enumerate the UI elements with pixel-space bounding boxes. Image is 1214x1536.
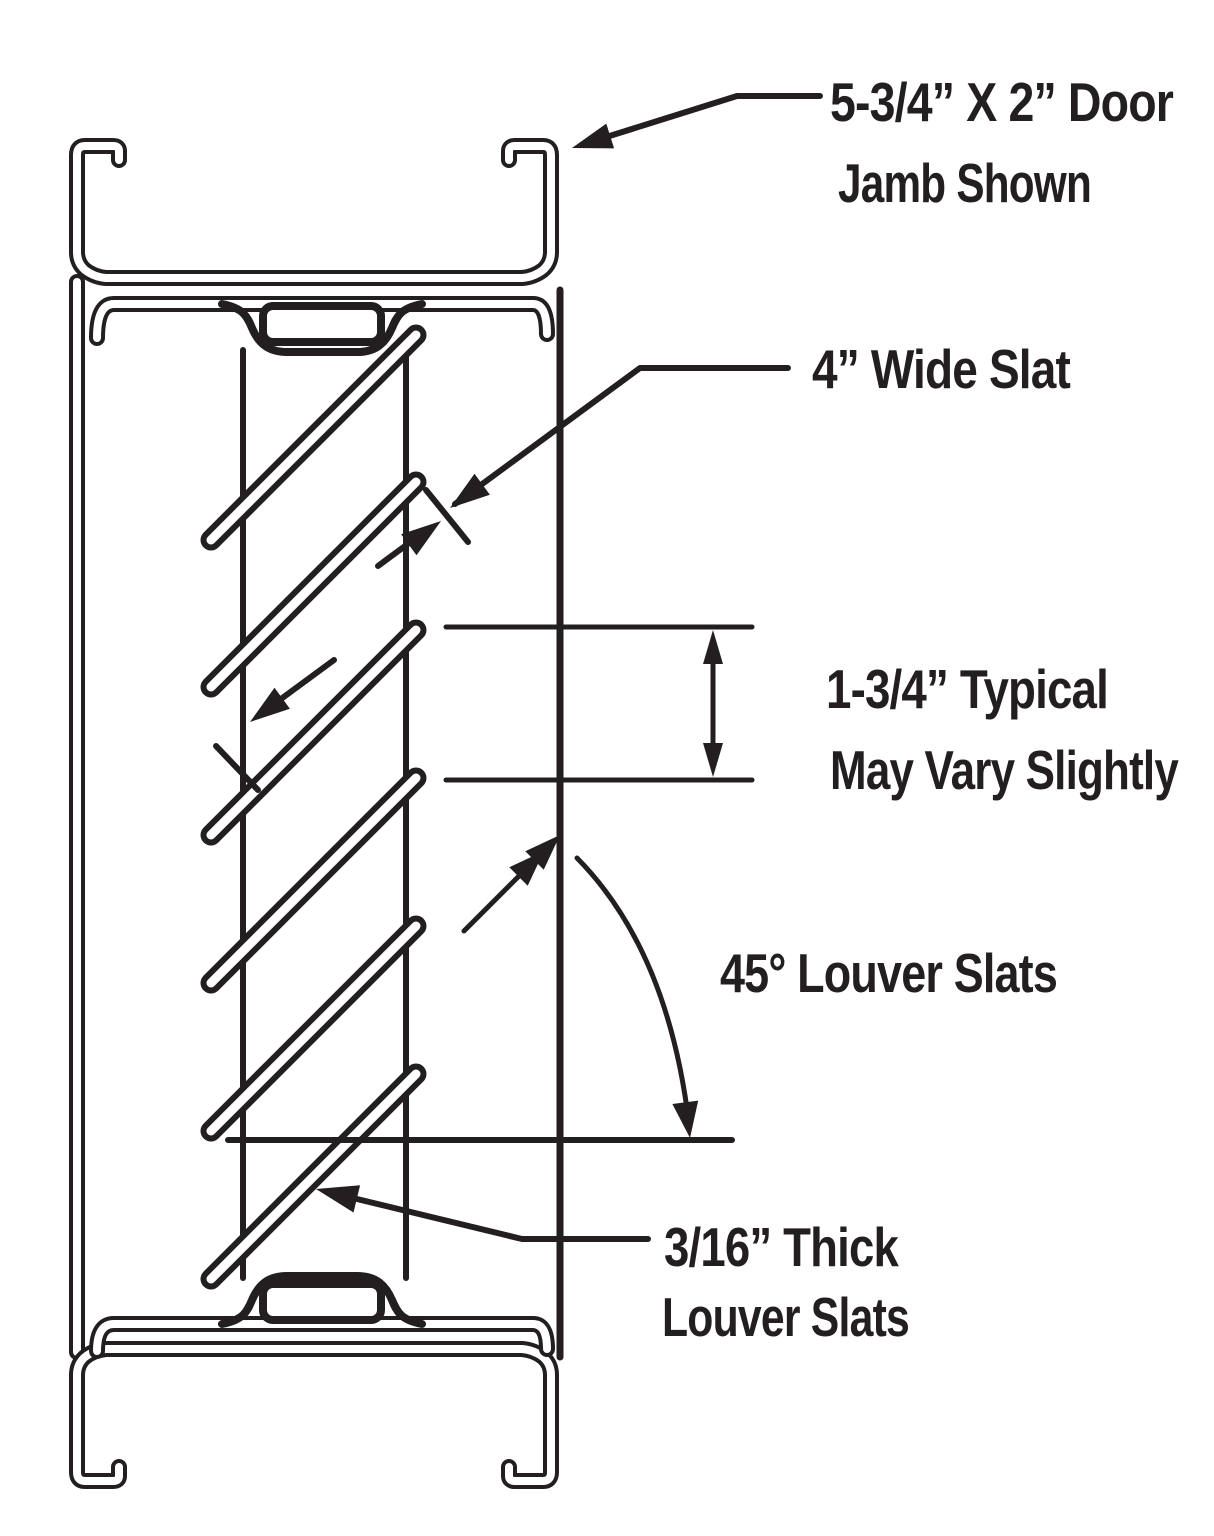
jamb-label-line1: 5-3/4” X 2” Door bbox=[830, 71, 1173, 133]
thickness-label-line1: 3/16” Thick bbox=[664, 1216, 899, 1278]
jamb-label-line2: Jamb Shown bbox=[838, 152, 1091, 214]
louver-slat bbox=[200, 1063, 427, 1290]
top-door-jamb-section bbox=[77, 146, 551, 278]
angle-label: 45° Louver Slats bbox=[720, 942, 1057, 1004]
louver-slat bbox=[200, 324, 427, 551]
slat-width-label: 4” Wide Slat bbox=[812, 338, 1071, 400]
louver-slat bbox=[200, 619, 427, 846]
louver-slat bbox=[200, 471, 427, 698]
thickness-label-line2: Louver Slats bbox=[662, 1286, 909, 1348]
slat-width-leader-arrows bbox=[213, 365, 791, 793]
labels: 5-3/4” X 2” Door Jamb Shown 4” Wide Slat… bbox=[662, 71, 1180, 1348]
spacing-label-line2: May Vary Slightly bbox=[830, 739, 1179, 801]
slat-spacing-dimension bbox=[443, 624, 755, 783]
spacing-label-line1: 1-3/4” Typical bbox=[826, 658, 1108, 720]
louver-slat bbox=[200, 767, 427, 994]
bottom-mounting-boss bbox=[218, 1272, 426, 1328]
top-mounting-boss bbox=[218, 300, 426, 356]
louver-slat bbox=[200, 915, 427, 1142]
louver-slats bbox=[200, 324, 427, 1290]
slat-thickness-leader-arrow bbox=[316, 1185, 651, 1242]
slat-angle-dimension bbox=[225, 835, 735, 1143]
jamb-leader-arrow bbox=[572, 93, 823, 149]
bottom-door-jamb-section bbox=[77, 1349, 551, 1481]
